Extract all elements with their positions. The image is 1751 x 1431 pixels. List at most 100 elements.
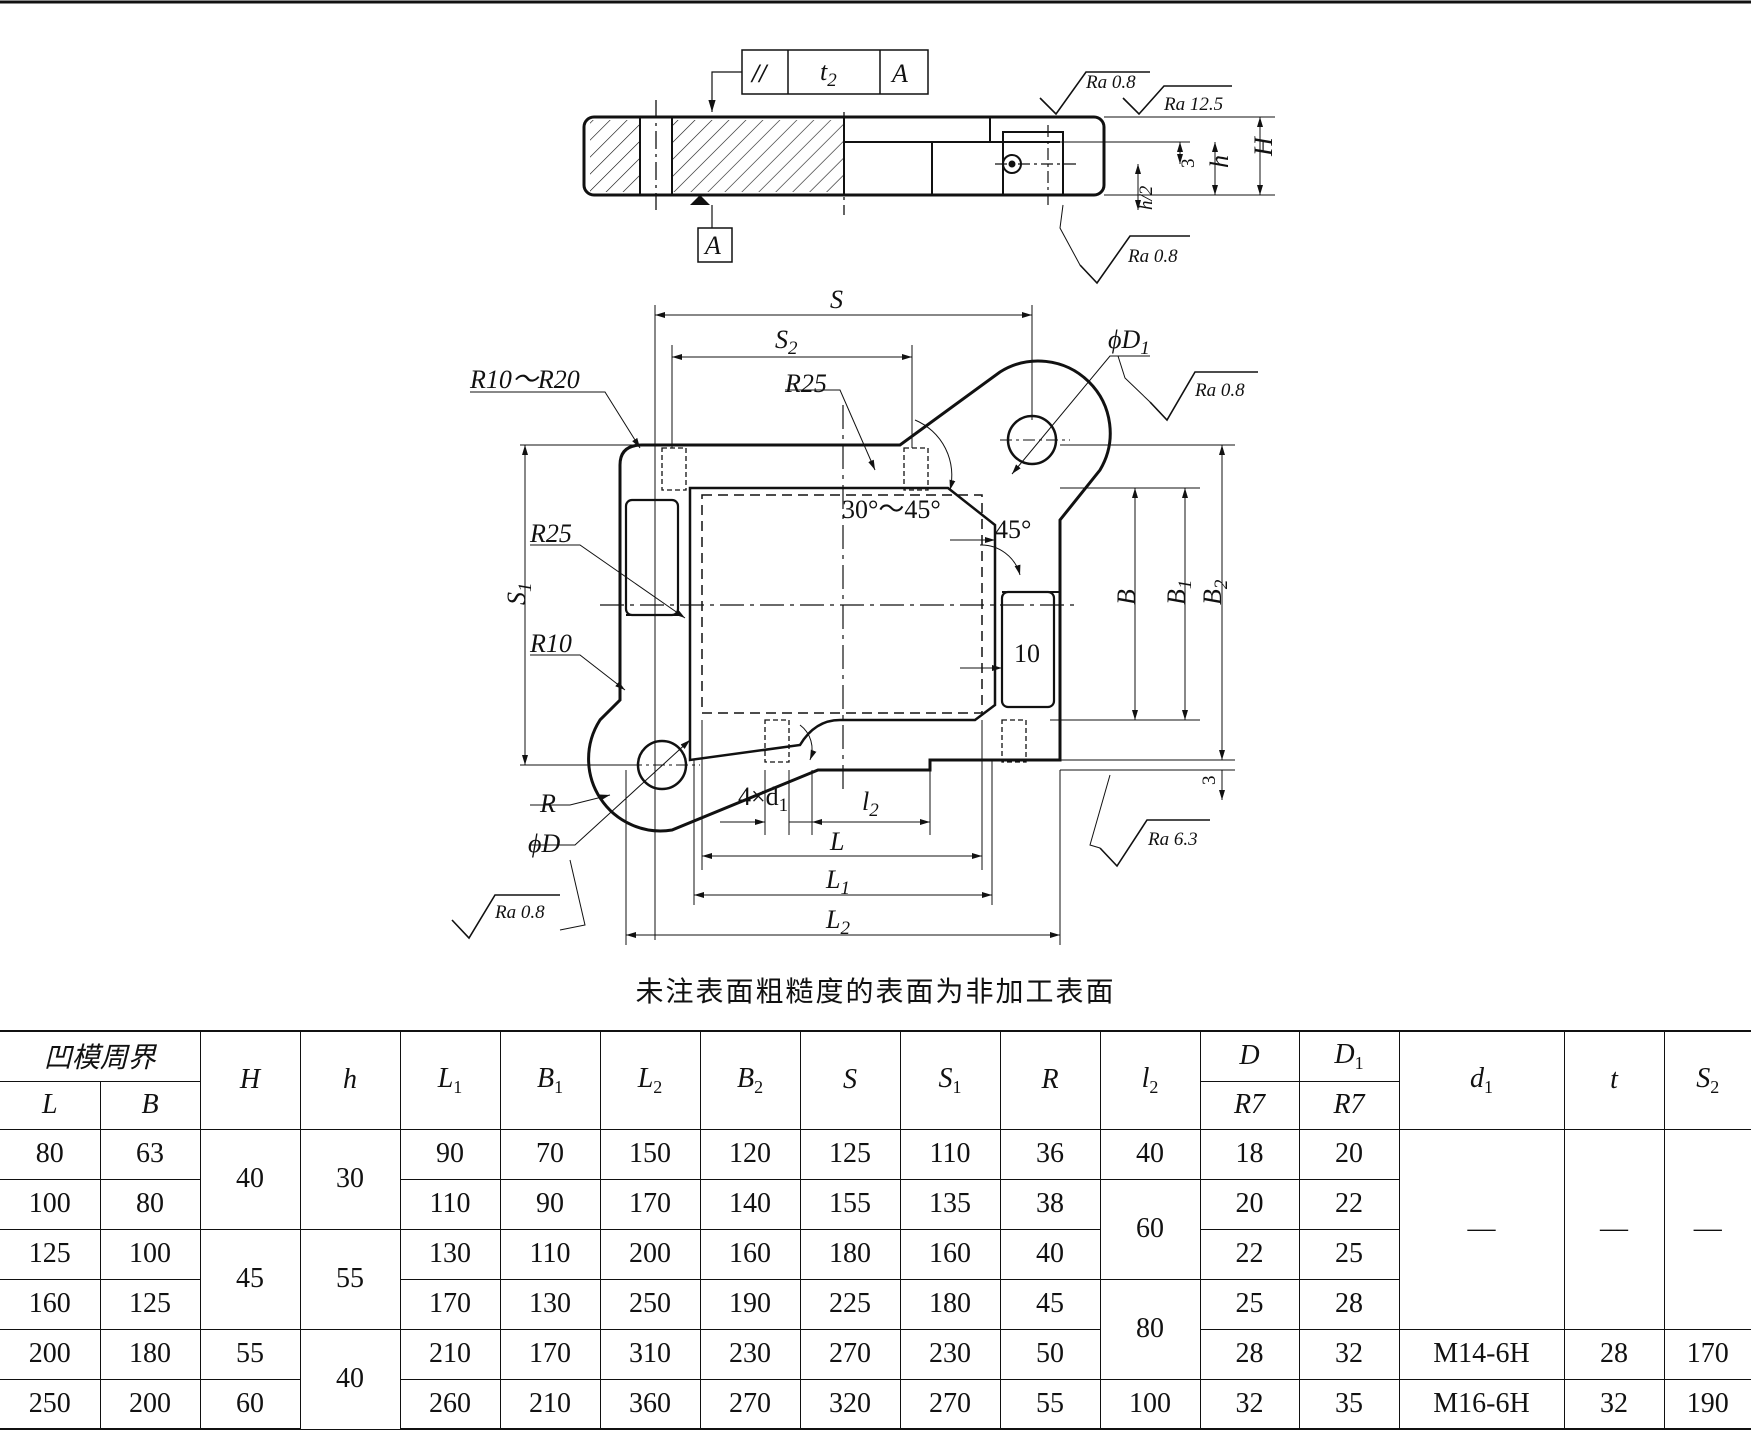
cell-S1: 160 (899, 1228, 1001, 1280)
die-holder-drawing: // t2 A A Ra 0.8 Ra 12.5 Ra 0.8 H h 3 h/… (0, 0, 1751, 945)
cell-H: 45 (199, 1228, 301, 1330)
header-d1: d1 (1398, 1030, 1565, 1130)
cell-B: 180 (99, 1328, 201, 1380)
header-S1: S1 (899, 1030, 1001, 1130)
cell-L1: 90 (399, 1128, 501, 1180)
cell-D: 28 (1199, 1328, 1300, 1380)
header-B1: B1 (499, 1030, 601, 1130)
cell-L1: 110 (399, 1178, 501, 1230)
header-D: D (1199, 1030, 1300, 1082)
cell-B: 125 (99, 1278, 201, 1330)
cell-d1: M16-6H (1398, 1378, 1565, 1430)
roughness-plan-3: Ra 0.8 (494, 902, 545, 923)
drawing-caption: 未注表面粗糙度的表面为非加工表面 (635, 975, 1116, 1008)
cell-S: 125 (799, 1128, 901, 1180)
cell-d1: — (1398, 1128, 1565, 1330)
cell-S: 225 (799, 1278, 901, 1330)
plan-view (470, 305, 1235, 945)
header-B: B (99, 1080, 201, 1130)
gtol-symbol: // (750, 59, 769, 88)
roughness-top-3: Ra 0.8 (1127, 246, 1178, 267)
cell-l2: 60 (1099, 1178, 1201, 1280)
cell-R: 36 (999, 1128, 1101, 1180)
header-S2: S2 (1663, 1030, 1751, 1130)
cell-L: 125 (0, 1228, 101, 1280)
table-row: 125 100 45 55 130 110 200 160 180 160 40… (0, 1228, 1751, 1330)
cell-S: 270 (799, 1328, 901, 1380)
dim-S: S (830, 285, 843, 314)
cell-B: 100 (99, 1228, 201, 1280)
dim-l2: l2 (862, 787, 879, 821)
cell-h: 30 (299, 1128, 401, 1230)
cell-S2: — (1663, 1128, 1751, 1330)
dim-angle-30-45: 30°～45° (842, 495, 941, 524)
cell-t: 32 (1563, 1378, 1665, 1430)
cell-L: 160 (0, 1278, 101, 1330)
dim-h: h (1205, 155, 1234, 168)
cell-B1: 90 (499, 1178, 601, 1230)
roughness-plan-2: Ra 6.3 (1147, 829, 1198, 850)
cell-B2: 270 (699, 1378, 801, 1430)
dim-h-half: h/2 (1136, 185, 1157, 210)
cell-L2: 310 (599, 1328, 701, 1380)
cell-S1: 270 (899, 1378, 1001, 1430)
cell-D1: 25 (1298, 1228, 1400, 1280)
dim-3: 3 (1178, 159, 1199, 169)
header-R: R (999, 1030, 1101, 1130)
cell-B2: 190 (699, 1278, 801, 1330)
dim-L1: L1 (825, 865, 850, 899)
header-D-tolerance: R7 (1199, 1080, 1300, 1130)
dim-S2: S2 (775, 325, 798, 359)
header-B2: B2 (699, 1030, 801, 1130)
cell-B1: 170 (499, 1328, 601, 1380)
dim-B: B (1112, 589, 1141, 605)
table-row: 250 200 60 260 210 360 270 320 270 55 10… (0, 1378, 1751, 1430)
table-row: 80 63 40 30 90 70 150 120 125 110 36 40 … (0, 1128, 1751, 1330)
section-view (582, 49, 1275, 263)
cell-L1: 170 (399, 1278, 501, 1330)
cell-S1: 180 (899, 1278, 1001, 1330)
dim-r10: R10 (529, 629, 572, 658)
cell-l2: 100 (1099, 1378, 1201, 1430)
cell-L2: 250 (599, 1278, 701, 1330)
dim-angle-45: 45° (995, 515, 1031, 544)
cell-S1: 110 (899, 1128, 1001, 1180)
cell-H: 55 (199, 1328, 301, 1380)
cell-S: 180 (799, 1228, 901, 1280)
cell-L1: 260 (399, 1378, 501, 1430)
cell-R: 45 (999, 1278, 1101, 1330)
table-row: 160 125 170 130 250 190 225 180 45 80 25… (0, 1278, 1751, 1380)
dim-r25-left: R25 (529, 519, 572, 548)
cell-B2: 120 (699, 1128, 801, 1180)
cell-L2: 150 (599, 1128, 701, 1180)
cell-R: 55 (999, 1378, 1101, 1430)
cell-S1: 135 (899, 1178, 1001, 1230)
header-D1: D1 (1298, 1030, 1400, 1082)
header-t: t (1563, 1030, 1665, 1130)
cell-B2: 230 (699, 1328, 801, 1380)
cell-D: 25 (1199, 1278, 1300, 1330)
gtol-datum: A (890, 59, 908, 88)
header-L1: L1 (399, 1030, 501, 1130)
cell-B2: 140 (699, 1178, 801, 1230)
header-L2: L2 (599, 1030, 701, 1130)
cell-B: 80 (99, 1178, 201, 1230)
header-S: S (799, 1030, 901, 1130)
cell-D1: 28 (1298, 1278, 1400, 1330)
table-row: 100 80 110 90 170 140 155 135 38 60 20 2… (0, 1178, 1751, 1280)
cell-L1: 210 (399, 1328, 501, 1380)
cell-D1: 32 (1298, 1328, 1400, 1380)
gtol-tolerance: t2 (820, 57, 837, 91)
header-die-perimeter: 凹模周界 (0, 1030, 201, 1082)
cell-t: — (1563, 1128, 1665, 1330)
table-row: 200 180 55 40 210 170 310 230 270 230 50… (0, 1328, 1751, 1430)
dim-10: 10 (1014, 639, 1040, 668)
dim-phiD: ϕD (528, 829, 560, 858)
cell-D1: 22 (1298, 1178, 1400, 1230)
cell-S2: 190 (1663, 1378, 1751, 1430)
dim-r10-r20: R10～R20 (469, 365, 580, 394)
cell-L: 100 (0, 1178, 101, 1230)
cell-S: 320 (799, 1378, 901, 1430)
cell-d1: M14-6H (1398, 1328, 1565, 1380)
cell-D: 18 (1199, 1128, 1300, 1180)
